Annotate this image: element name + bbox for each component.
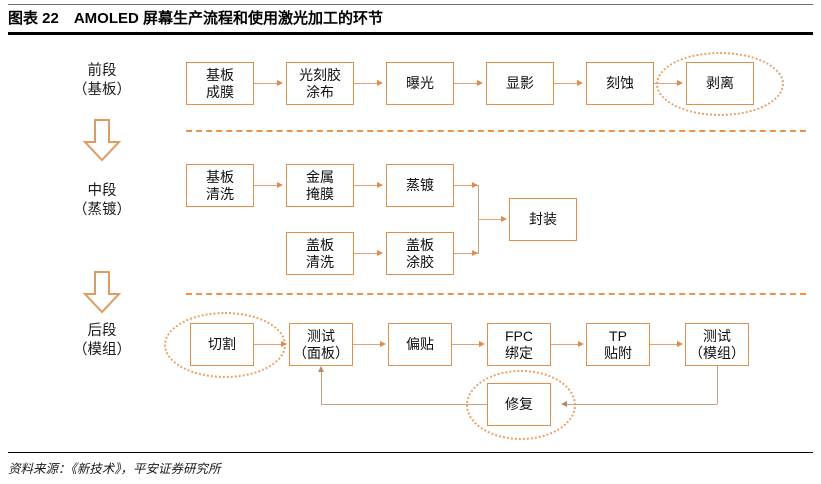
arrowhead-right-icon <box>477 79 483 86</box>
connector-line <box>254 344 282 346</box>
source-note: 资料来源：《新技术》，平安证券研究所 <box>8 462 221 476</box>
process-node-cover-clean[interactable]: 盖板 清洗 <box>286 232 354 275</box>
down-block-arrow-icon <box>82 270 122 314</box>
process-node-lift-off[interactable]: 剥离 <box>686 62 754 105</box>
process-node-substrate-clean[interactable]: 基板 清洗 <box>186 164 254 207</box>
stage-front-line1: 前段 <box>87 63 117 79</box>
process-node-develop[interactable]: 显影 <box>486 62 554 105</box>
node-label: 盖板 清洗 <box>306 236 334 270</box>
node-label: 测试 （模组） <box>689 327 745 361</box>
connector-line <box>452 344 480 346</box>
process-node-substrate-film[interactable]: 基板 成膜 <box>186 62 254 105</box>
process-node-tp-attach[interactable]: TP 贴附 <box>586 323 650 366</box>
process-node-repair[interactable]: 修复 <box>487 383 551 426</box>
process-node-cover-glue[interactable]: 盖板 涂胶 <box>386 232 454 275</box>
stage-middle-line2: （蒸镀） <box>73 202 131 218</box>
process-node-fpc-bonding[interactable]: FPC 绑定 <box>487 323 551 366</box>
process-node-exposure[interactable]: 曝光 <box>386 62 454 105</box>
arrowhead-right-icon <box>277 79 283 86</box>
connector-line <box>551 344 579 346</box>
title-underline <box>8 32 813 35</box>
arrowhead-right-icon <box>277 181 283 188</box>
node-label: 盖板 涂胶 <box>406 236 434 270</box>
node-label: 金属 掩膜 <box>306 168 334 202</box>
node-label: 基板 成膜 <box>206 66 234 100</box>
stage-front-line2: （基板） <box>73 82 131 98</box>
figure-title-container: 图表 22 AMOLED 屏幕生产流程和使用激光加工的环节 <box>8 8 813 30</box>
arrowhead-up-icon <box>317 366 324 372</box>
stage-middle-line1: 中段 <box>87 183 117 199</box>
connector-line-merge-bottom <box>454 253 478 255</box>
process-node-evaporation[interactable]: 蒸镀 <box>386 164 454 207</box>
arrowhead-right-icon <box>479 340 485 347</box>
node-label: TP 贴附 <box>604 327 632 361</box>
arrowhead-right-icon <box>377 79 383 86</box>
node-label: 剥离 <box>706 75 734 91</box>
node-label: 修复 <box>505 396 533 412</box>
node-label: 封装 <box>529 211 557 227</box>
node-label: 偏贴 <box>406 336 434 352</box>
section-separator <box>186 293 806 295</box>
arrowhead-right-icon <box>577 79 583 86</box>
connector-line <box>354 253 378 255</box>
arrowhead-right-icon <box>501 215 507 222</box>
arrowhead-right-icon <box>377 181 383 188</box>
connector-line <box>354 83 378 85</box>
down-block-arrow-icon <box>82 118 122 162</box>
section-separator <box>186 130 806 132</box>
arrowhead-right-icon <box>281 340 287 347</box>
connector-line <box>454 83 478 85</box>
top-divider <box>8 4 813 5</box>
feedback-return-vertical <box>321 372 323 405</box>
feedback-return-line <box>321 404 487 406</box>
process-node-test-module[interactable]: 测试 （模组） <box>685 323 749 366</box>
connector-line <box>353 344 381 346</box>
process-node-etch[interactable]: 刻蚀 <box>586 62 654 105</box>
node-label: 切割 <box>208 336 236 352</box>
process-node-test-panel[interactable]: 测试 （面板） <box>289 323 353 366</box>
connector-line <box>650 344 678 346</box>
footer-divider <box>8 452 813 454</box>
arrowhead-right-icon <box>578 340 584 347</box>
process-node-polarizer-attach[interactable]: 偏贴 <box>388 323 452 366</box>
connector-line-to-encapsulation <box>478 219 502 221</box>
connector-line <box>554 83 578 85</box>
stage-label-front: 前段 （基板） <box>47 62 157 100</box>
node-label: 蒸镀 <box>406 177 434 193</box>
connector-line <box>654 83 678 85</box>
process-node-metal-mask[interactable]: 金属 掩膜 <box>286 164 354 207</box>
node-label: 曝光 <box>406 75 434 91</box>
connector-line <box>254 83 278 85</box>
node-label: 光刻胶 涂布 <box>299 66 341 100</box>
connector-line-merge-top <box>454 185 478 187</box>
arrowhead-right-icon <box>677 79 683 86</box>
arrowhead-right-icon <box>677 340 683 347</box>
node-label: FPC 绑定 <box>505 327 533 361</box>
node-label: 基板 清洗 <box>206 168 234 202</box>
figure-title: 图表 22 AMOLED 屏幕生产流程和使用激光加工的环节 <box>8 10 384 27</box>
node-label: 测试 （面板） <box>293 327 349 361</box>
process-node-cutting[interactable]: 切割 <box>190 323 254 366</box>
stage-label-middle: 中段 （蒸镀） <box>47 182 157 220</box>
connector-line <box>254 185 278 187</box>
arrowhead-right-icon <box>380 340 386 347</box>
stage-label-back: 后段 （模组） <box>47 322 157 360</box>
node-label: 刻蚀 <box>606 75 634 91</box>
process-node-encapsulation[interactable]: 封装 <box>509 198 577 241</box>
node-label: 显影 <box>506 75 534 91</box>
stage-back-line2: （模组） <box>73 342 131 358</box>
process-node-photoresist-coating[interactable]: 光刻胶 涂布 <box>286 62 354 105</box>
arrowhead-right-icon <box>377 249 383 256</box>
connector-line <box>354 185 378 187</box>
arrowhead-right-icon <box>472 249 478 256</box>
stage-back-line1: 后段 <box>87 323 117 339</box>
feedback-line-left <box>567 404 717 406</box>
arrowhead-right-icon <box>472 181 478 188</box>
feedback-line-down <box>717 366 719 404</box>
arrowhead-left-icon <box>561 400 567 407</box>
